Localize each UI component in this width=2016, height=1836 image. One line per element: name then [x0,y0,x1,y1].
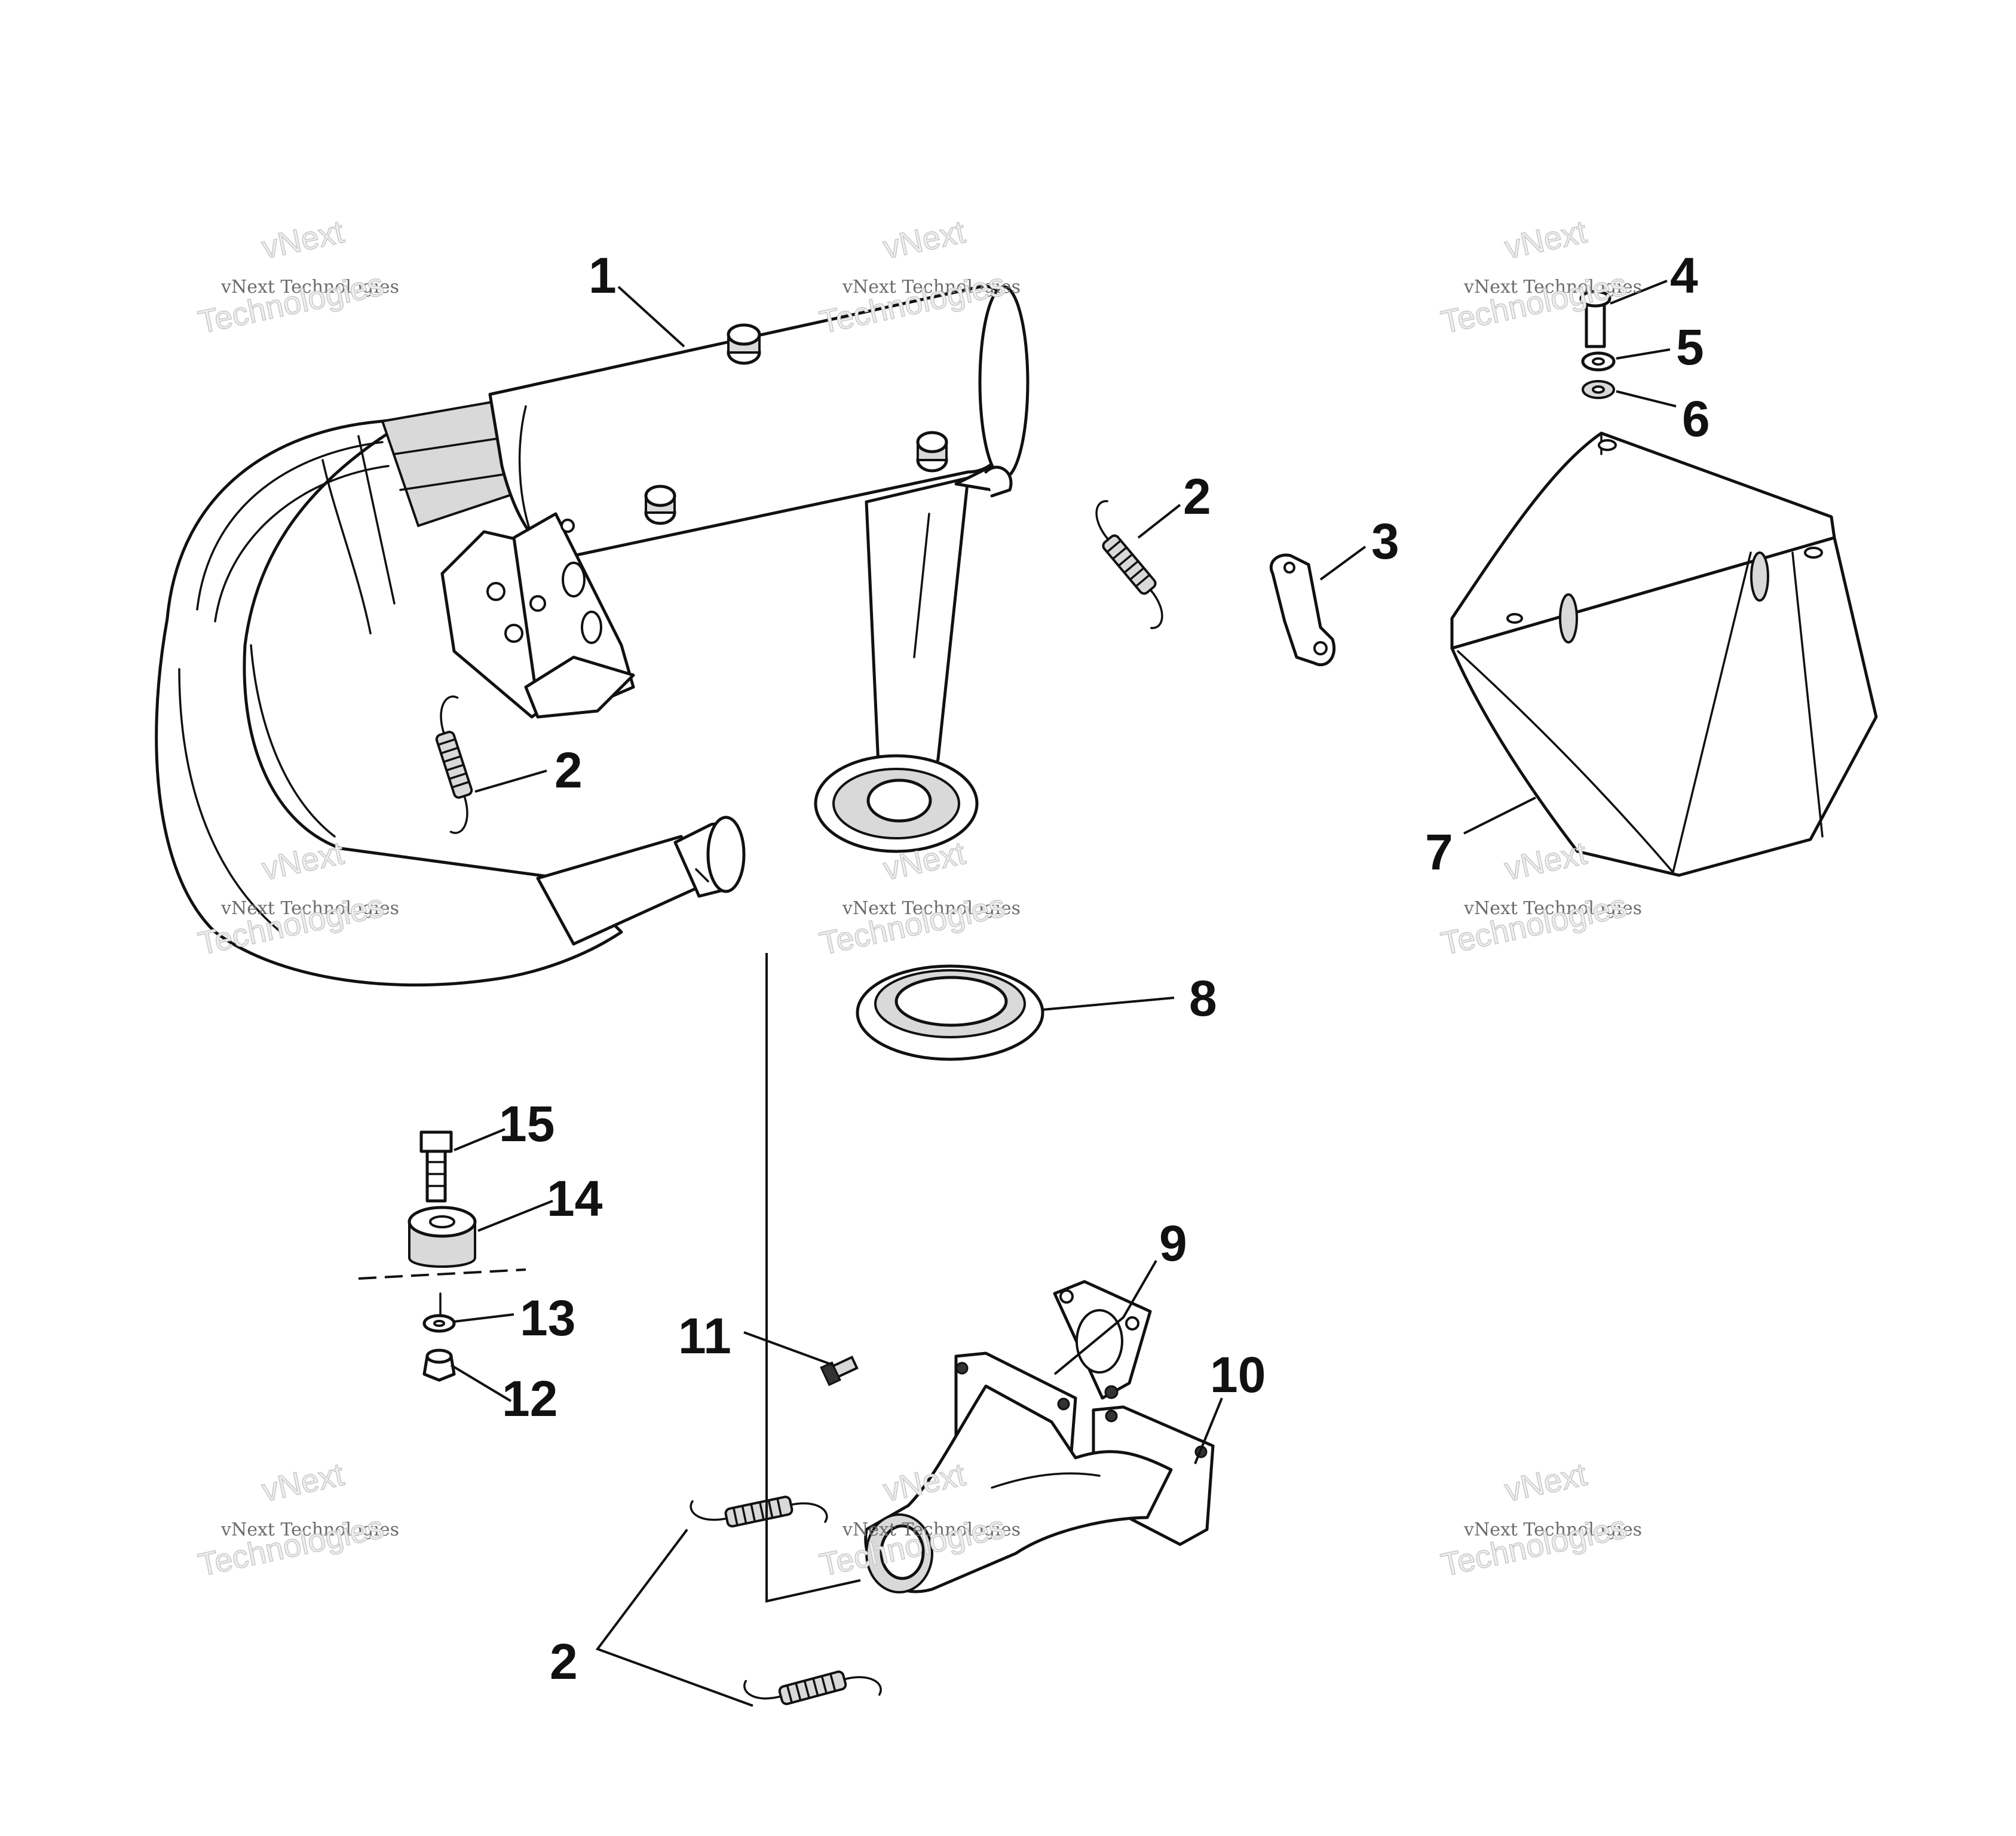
part-8-grommet [856,964,1044,1061]
svg-text:vNext Technologies: vNext Technologies [842,1519,1021,1540]
watermark: vNext vNext Technologies Technologies [1438,1456,1642,1584]
outlet-stinger [814,464,1013,853]
leader-lines [450,280,1677,1707]
part-9-gasket [1053,1280,1152,1400]
svg-text:vNext: vNext [880,214,969,266]
svg-text:vNext: vNext [259,214,347,266]
svg-text:vNext Technologies: vNext Technologies [842,898,1021,919]
part-6-washer [1582,380,1615,399]
part-2-spring-lower-a [690,1495,828,1528]
callout-6: 6 [1682,391,1710,447]
svg-text:vNext Technologies: vNext Technologies [220,898,399,919]
svg-text:vNext: vNext [1502,1457,1590,1509]
callout-13: 13 [520,1290,575,1346]
svg-text:vNext: vNext [1502,835,1590,887]
callout-14: 14 [547,1170,603,1227]
part-2-spring-upper-left [435,695,473,834]
inlet-tube [536,816,746,946]
watermark: vNext vNext Technologies Technologies [1438,835,1642,963]
watermark: vNext vNext Technologies Technologies [195,213,399,341]
body-boss-right [916,431,948,473]
svg-text:vNext: vNext [259,1457,347,1509]
svg-text:vNext Technologies: vNext Technologies [220,1519,399,1540]
part-13-washer [422,1314,456,1333]
part-14-rubber-mount [408,1206,477,1268]
part-3-clamp-tab [1269,553,1336,667]
svg-text:vNext Technologies: vNext Technologies [1463,898,1642,919]
watermark: vNext vNext Technologies Technologies [816,835,1021,963]
callout-2-lower: 2 [550,1633,578,1690]
callout-labels: 1 2 2 2 2 3 4 5 6 7 8 9 10 11 12 13 14 1… [499,247,1710,1690]
body-boss-left [644,485,676,525]
body-boss-top [727,323,761,365]
callout-3: 3 [1371,513,1399,569]
callout-2-upper-left: 2 [554,742,583,798]
part-7-heat-shield [1450,431,1878,877]
callout-12: 12 [502,1371,557,1427]
part-11-bolt [820,1355,859,1387]
part-12-nut [422,1348,456,1382]
callout-11: 11 [678,1308,731,1364]
part-15-bolt [419,1130,453,1203]
mount-separator-line [358,1268,526,1280]
callout-5: 5 [1676,319,1704,375]
svg-text:vNext Technologies: vNext Technologies [842,277,1021,298]
assembly-center-line [765,953,861,1603]
callout-7: 7 [1425,824,1453,880]
svg-text:vNext Technologies: vNext Technologies [220,277,399,298]
watermark: vNext vNext Technologies Technologies [195,1456,399,1584]
part-2-spring-upper-mid [1095,500,1163,629]
callout-15: 15 [499,1096,554,1152]
mounting-bracket [440,512,635,719]
callout-10: 10 [1210,1347,1266,1403]
svg-text:vNext Technologies: vNext Technologies [1463,277,1642,298]
svg-text:vNext: vNext [1502,214,1590,266]
callout-1: 1 [589,247,617,304]
svg-text:vNext Technologies: vNext Technologies [1463,1519,1642,1540]
part-5-washer [1581,351,1616,372]
part-4-screw [1579,290,1611,348]
watermark: vNext vNext Technologies Technologies [1438,213,1642,341]
part-1-expansion-chamber [155,284,1030,987]
part-2-spring-lower-b [743,1671,882,1705]
callout-8: 8 [1189,970,1217,1026]
callout-9: 9 [1159,1215,1187,1271]
callout-2-upper-mid: 2 [1183,468,1211,525]
callout-4: 4 [1670,247,1698,304]
